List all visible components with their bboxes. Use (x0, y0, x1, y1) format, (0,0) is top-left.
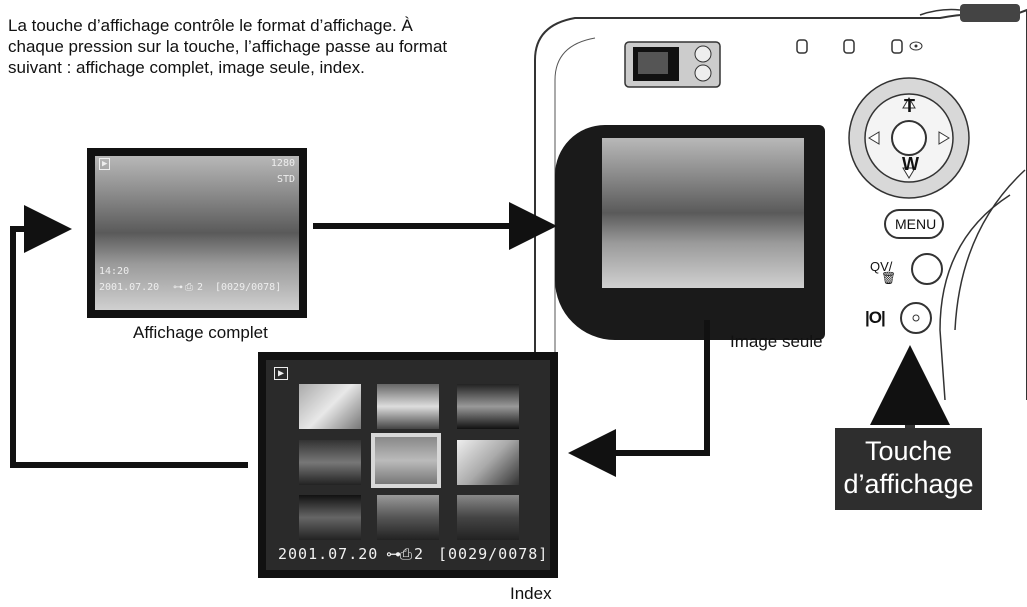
menu-button (884, 209, 944, 239)
intro-text: La touche d’affichage contrôle le format… (8, 16, 448, 77)
zoom-t-label: T (904, 96, 915, 116)
key-icon: ⊶ (386, 545, 402, 563)
zoom-w-label: W (902, 154, 919, 174)
date-label: 2001.07.20 (278, 545, 379, 563)
qv-delete-button (911, 253, 943, 285)
thumbnail[interactable] (299, 384, 361, 429)
image-only-photo (602, 138, 804, 288)
full-display-photo (95, 156, 299, 310)
menu-button-label[interactable]: MENU (895, 216, 937, 232)
display-button-icon[interactable]: |O| (865, 308, 886, 327)
thumbnail[interactable] (377, 495, 439, 540)
thumbnail[interactable] (457, 440, 519, 485)
frame-counter: [0029/0078] (438, 545, 549, 563)
caption-image-only: Image seule (730, 332, 823, 351)
caption-full-display: Affichage complet (133, 323, 268, 342)
controller-center (891, 120, 927, 156)
key-icon: ⊶ (173, 282, 183, 293)
display-button-label-box: Touche d’affichage (835, 428, 982, 510)
time-label: 14:20 (99, 266, 130, 277)
frame-counter: [0029/0078] (215, 282, 282, 293)
play-icon: ▶ (99, 158, 111, 170)
qv-label: QV/ (870, 259, 893, 274)
thumbnail[interactable] (299, 440, 361, 485)
caption-index: Index (510, 584, 552, 603)
date-label: 2001.07.20 (99, 282, 160, 293)
print-count: 2 (197, 282, 204, 293)
thumbnail[interactable] (457, 495, 519, 540)
index-display-screen: ▶ 2001.07.20 ⊶ ⎙ 2 [0029/0078] (258, 352, 558, 578)
resolution-label: 1280 (270, 158, 295, 169)
quality-label: STD (276, 174, 295, 185)
mode-dial (960, 4, 1020, 22)
thumbnail[interactable] (299, 495, 361, 540)
arrow-image-to-index (568, 320, 710, 477)
print-icon: ⎙ (400, 545, 414, 563)
print-icon: ⎙ (185, 282, 193, 293)
print-count: 2 (414, 545, 425, 563)
trash-icon: 🗑 (881, 271, 897, 285)
arrow-index-to-full (10, 205, 248, 468)
full-display-screen: ▶ 1280 STD 14:20 2001.07.20 ⊶ ⎙ 2 [0029/… (87, 148, 307, 318)
thumbnail[interactable] (457, 384, 519, 429)
play-icon: ▶ (274, 367, 289, 380)
thumbnail[interactable] (377, 384, 439, 429)
thumbnail-selected[interactable] (371, 433, 441, 488)
